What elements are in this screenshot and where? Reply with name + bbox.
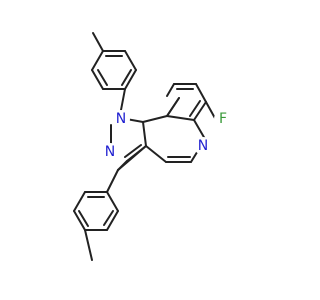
bond [166,115,195,121]
bond [121,69,132,86]
atom-f-label: F [219,111,227,127]
atom-n5-label: N [198,138,208,154]
bond [124,144,142,158]
bond [117,160,128,171]
bond [92,32,104,52]
molecule-canvas: N N N F [73,32,232,261]
bond [103,210,114,226]
atom-n5: N [194,137,212,155]
bond [124,50,137,71]
bond [106,210,119,231]
bond [78,210,89,227]
bond [91,50,104,71]
bond [193,119,206,140]
bond [73,210,86,231]
bond [124,69,137,90]
benzo-ring [166,83,207,121]
bond [91,69,104,90]
bond [73,191,86,212]
bond [195,83,207,103]
atom-n2-label: N [105,144,115,160]
bond [142,115,168,123]
bond [166,97,180,117]
bond [166,83,175,97]
atom-n2: N [101,143,119,161]
bond [84,229,93,261]
bond [106,191,119,212]
bond [97,69,108,86]
bond [142,121,147,147]
pyridine-ring [142,115,206,163]
atom-n1-label: N [116,111,126,127]
structure-drawing: N N N F [73,32,232,261]
atom-n1: N [112,110,130,128]
lower-tolyl-ring [73,191,119,231]
upper-tolyl-ring [91,32,137,90]
bond [120,88,126,111]
bond [106,169,119,193]
bond [189,100,201,117]
atom-f: F [214,110,232,128]
bond [145,145,167,163]
bond [193,101,207,121]
